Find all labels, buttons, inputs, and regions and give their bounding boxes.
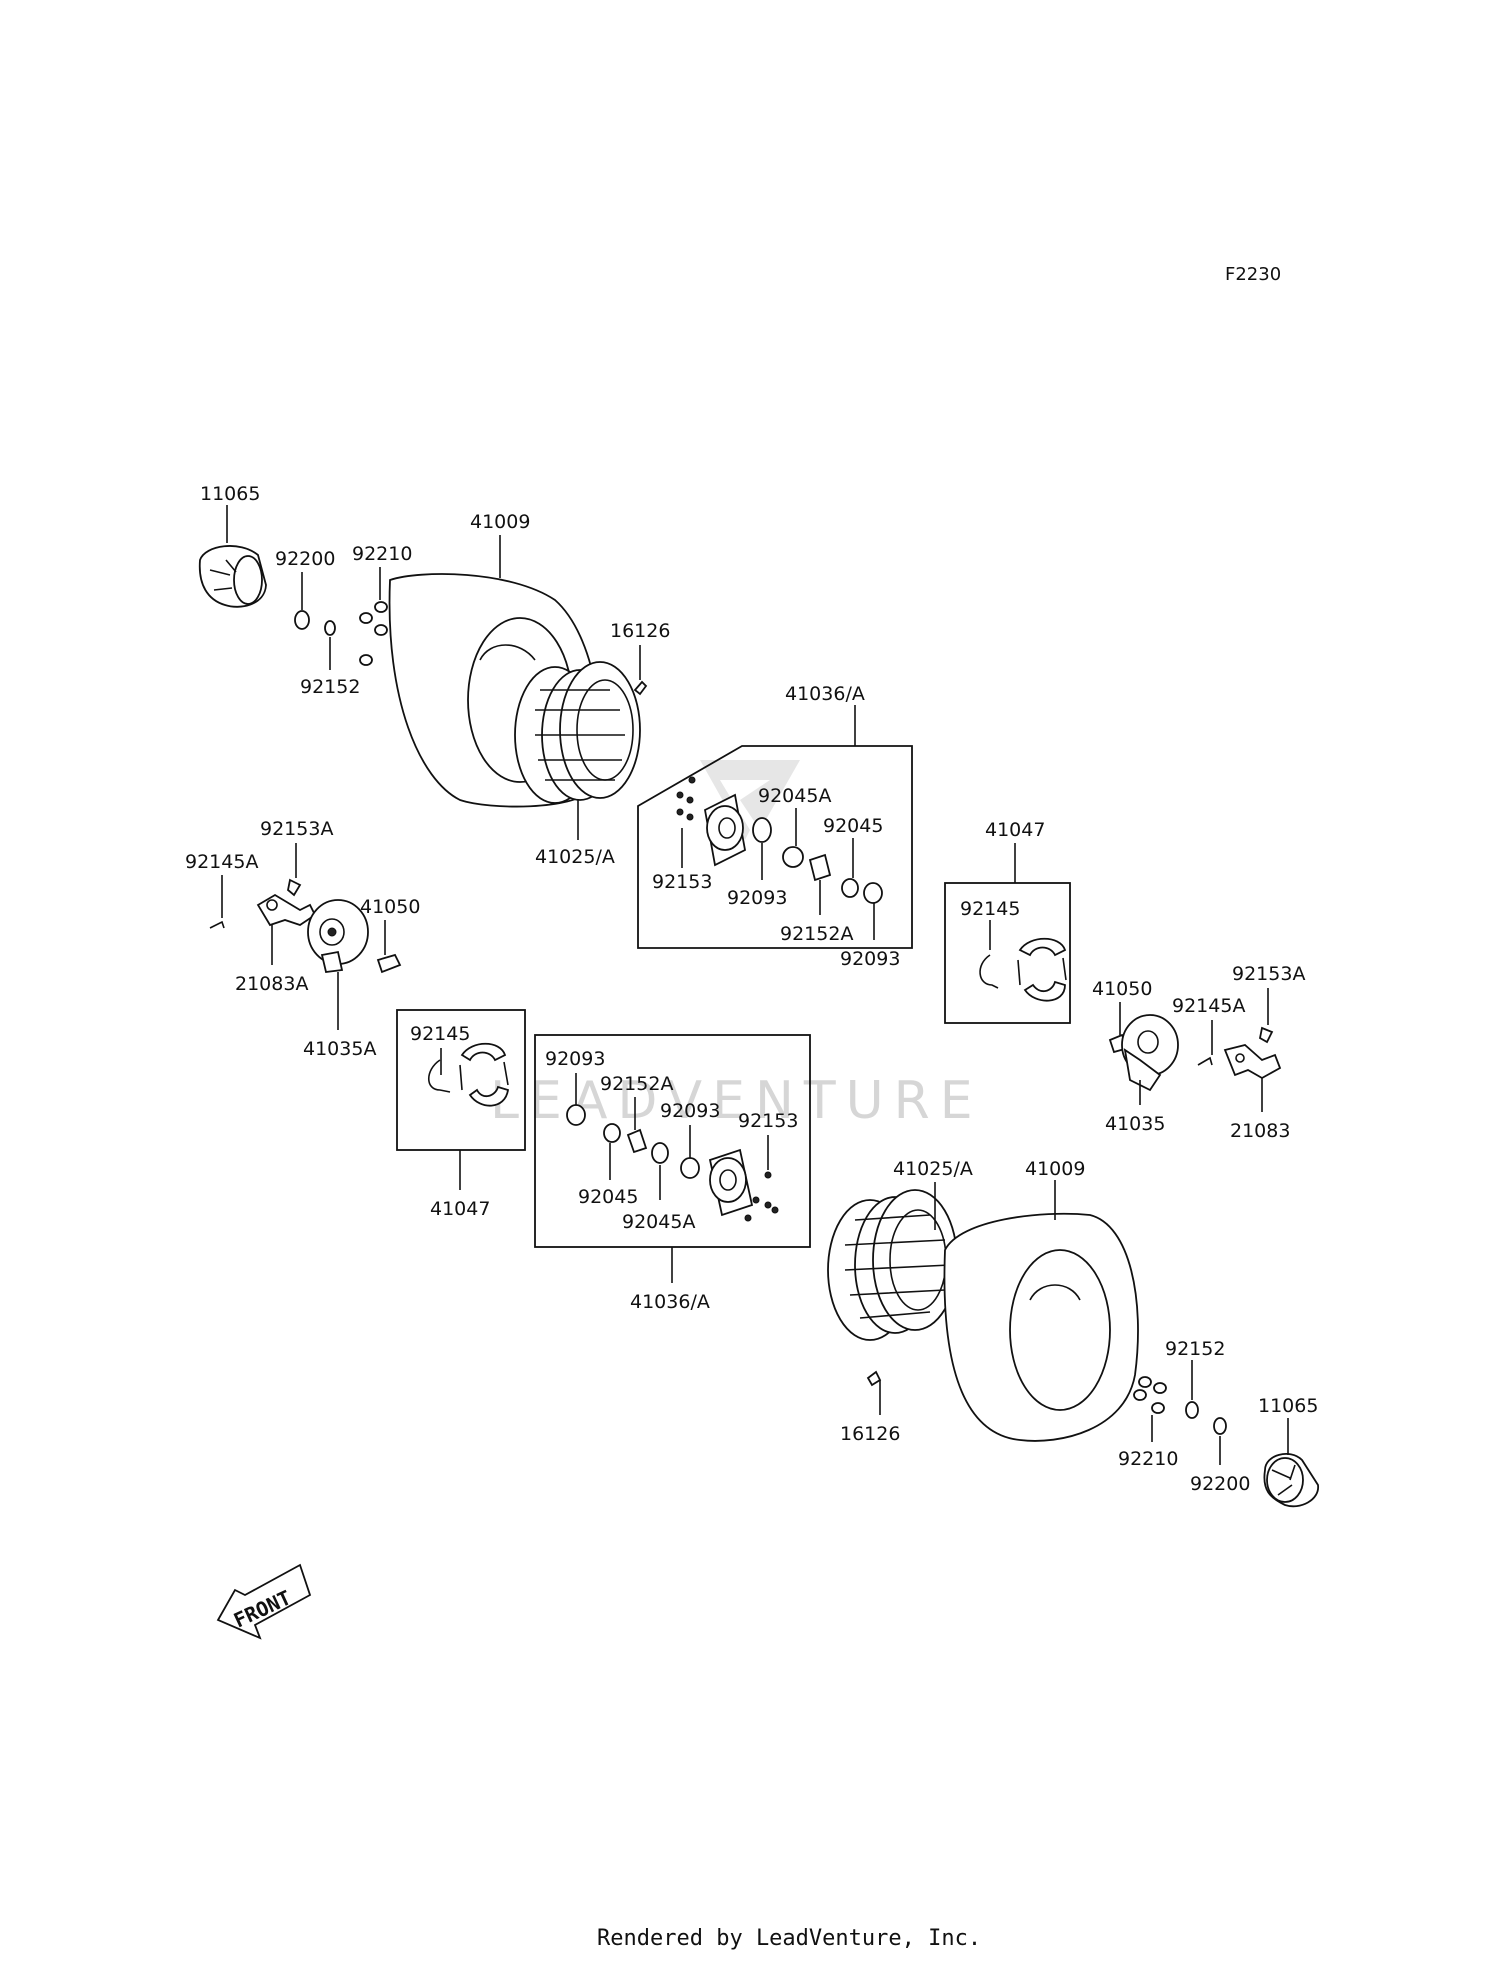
label-21083: 21083 [1230,1120,1290,1142]
spacer-part-92152-lower [1185,1401,1199,1419]
bearing-part-92093-lower-2 [680,1157,700,1179]
brake-shoe-box-right [944,882,1071,1024]
hub-part-lower [708,1148,779,1222]
brake-cam-part-21083 [1223,1044,1282,1080]
bearing-part-92093-upper [752,817,772,843]
front-direction-arrow: FRONT [216,1563,312,1640]
label-11065-b: 11065 [1258,1395,1318,1417]
rim-part-41025A-lower [827,1189,958,1341]
bolt-part-92153A-left [287,878,302,897]
hub-cap-part-11065-upper [198,545,267,608]
label-92093-a: 92093 [727,887,787,909]
washer-part-92200-upper [294,610,310,630]
label-41047: 41047 [985,819,1045,841]
label-92210: 92210 [352,543,412,565]
spring-part-92145-right [979,954,999,989]
label-92045A: 92045A [758,785,831,807]
label-92045A-b: 92045A [622,1211,695,1233]
label-21083A: 21083A [235,973,308,995]
seal-part-92045A-lower [651,1142,669,1164]
label-92145A-b: 92145A [1172,995,1245,1017]
valve-part-16126-upper [633,680,648,696]
label-92153-b: 92153 [738,1110,798,1132]
label-16126: 16126 [610,620,670,642]
label-41036A: 41036/A [785,683,865,705]
brake-panel-part-41035A [307,899,369,973]
hub-cap-part-11065-lower [1263,1453,1319,1508]
label-92145A-a: 92145A [185,851,258,873]
label-41036A-b: 41036/A [630,1291,710,1313]
rim-part-41025A-upper [514,661,641,804]
tire-part-41009-lower [943,1212,1139,1442]
label-41050-a: 41050 [360,896,420,918]
cam-part-41050-left [376,953,402,974]
label-16126-b: 16126 [840,1423,900,1445]
label-92153A-b: 92153A [1232,963,1305,985]
label-41009-b: 41009 [1025,1158,1085,1180]
label-41047-b: 41047 [430,1198,490,1220]
spring-part-92145-left [427,1059,451,1093]
hub-part-upper [676,776,747,867]
spring-part-92145A-right [1197,1056,1213,1066]
hub-kit-box-upper [637,745,913,949]
label-92152A-b: 92152A [600,1073,673,1095]
brake-shoe-part-left [459,1042,510,1107]
brake-cam-part-21083A [256,893,317,927]
label-41050-b: 41050 [1092,978,1152,1000]
label-92093-c: 92093 [545,1048,605,1070]
label-92045-b: 92045 [578,1186,638,1208]
nut-group-part-92210-upper [359,601,388,666]
label-92200: 92200 [275,548,335,570]
washer-part-92200-lower [1213,1417,1227,1435]
label-92093-d: 92093 [660,1100,720,1122]
spacer-part-92152-upper [324,620,336,636]
label-92153: 92153 [652,871,712,893]
seal-part-92045A-upper [782,846,804,868]
bearing-part-92093-lower [566,1104,586,1126]
label-92152A: 92152A [780,923,853,945]
render-credit: Rendered by LeadVenture, Inc. [597,1926,981,1951]
diagram-code: F2230 [1225,264,1281,285]
bearing-part-92093-upper-2 [863,882,883,904]
label-92210-b: 92210 [1118,1448,1178,1470]
label-41009: 41009 [470,511,530,533]
label-92093-b: 92093 [840,948,900,970]
label-41025A-b: 41025/A [893,1158,973,1180]
valve-part-16126-lower [866,1370,882,1387]
brake-shoe-box-left [396,1009,526,1151]
label-41035A: 41035A [303,1038,376,1060]
seal-part-92045-upper [841,878,859,898]
bolt-part-92153A-right [1258,1026,1274,1044]
label-11065: 11065 [200,483,260,505]
label-41025A: 41025/A [535,846,615,868]
bolt-part-92153-lower [764,1171,772,1179]
watermark-text: LEADVENTURE [490,1071,983,1131]
collar-part-92152A-upper [808,853,832,882]
label-92152: 92152 [300,676,360,698]
label-92145-b: 92145 [410,1023,470,1045]
seal-part-92045-lower [603,1123,621,1143]
label-92152-b: 92152 [1165,1338,1225,1360]
label-92145-a: 92145 [960,898,1020,920]
spring-part-92145A-left [209,920,225,929]
label-41035: 41035 [1105,1113,1165,1135]
nut-group-part-92210-lower [1133,1376,1167,1414]
label-92045: 92045 [823,815,883,837]
label-92153A-a: 92153A [260,818,333,840]
label-92200-b: 92200 [1190,1473,1250,1495]
brake-panel-part-41035 [1121,1014,1179,1092]
brake-shoe-part-right [1017,937,1067,1002]
collar-part-92152A-lower [626,1128,648,1154]
